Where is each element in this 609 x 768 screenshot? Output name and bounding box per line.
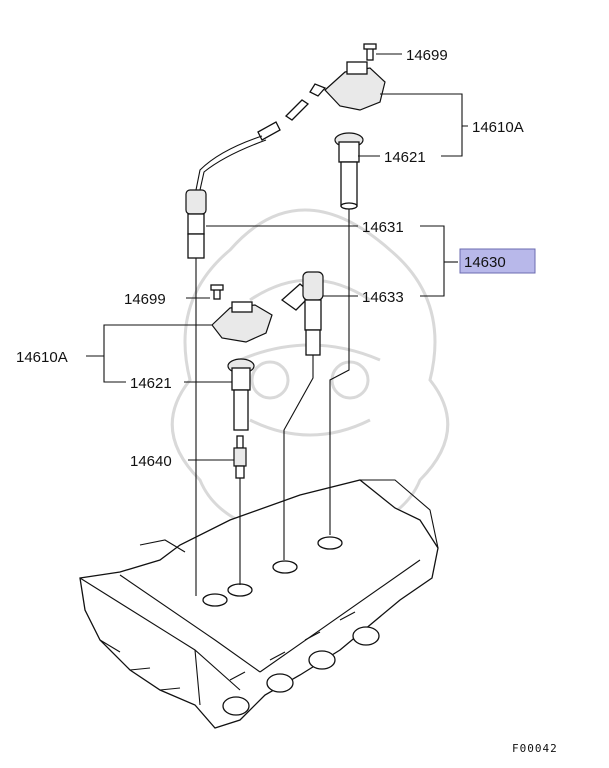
label-14633[interactable]: 14633 bbox=[362, 289, 404, 306]
highlight-box bbox=[459, 248, 536, 274]
label-14621-top[interactable]: 14621 bbox=[384, 149, 426, 166]
cylinder-head bbox=[79, 479, 439, 729]
ignition-cable-long bbox=[185, 99, 310, 259]
callout-lines bbox=[86, 53, 468, 461]
figure-id: F00042 bbox=[512, 742, 558, 755]
coil-boot-top bbox=[334, 132, 364, 210]
label-14699-mid[interactable]: 14699 bbox=[124, 291, 166, 308]
coil-boot-mid bbox=[227, 358, 255, 431]
label-14640[interactable]: 14640 bbox=[130, 453, 172, 470]
ignition-coil-mid bbox=[210, 284, 273, 343]
label-14610a-top[interactable]: 14610A bbox=[472, 119, 524, 136]
label-14621-mid[interactable]: 14621 bbox=[130, 375, 172, 392]
ignition-cable-short bbox=[280, 271, 324, 356]
spark-plug bbox=[233, 435, 247, 479]
assembly-guide-lines bbox=[195, 205, 350, 596]
label-14631[interactable]: 14631 bbox=[362, 219, 404, 236]
ignition-coil-top bbox=[309, 43, 386, 111]
label-14699-top[interactable]: 14699 bbox=[406, 47, 448, 64]
label-14630[interactable]: 14630 bbox=[464, 254, 506, 271]
label-14610a-mid[interactable]: 14610A bbox=[16, 349, 68, 366]
